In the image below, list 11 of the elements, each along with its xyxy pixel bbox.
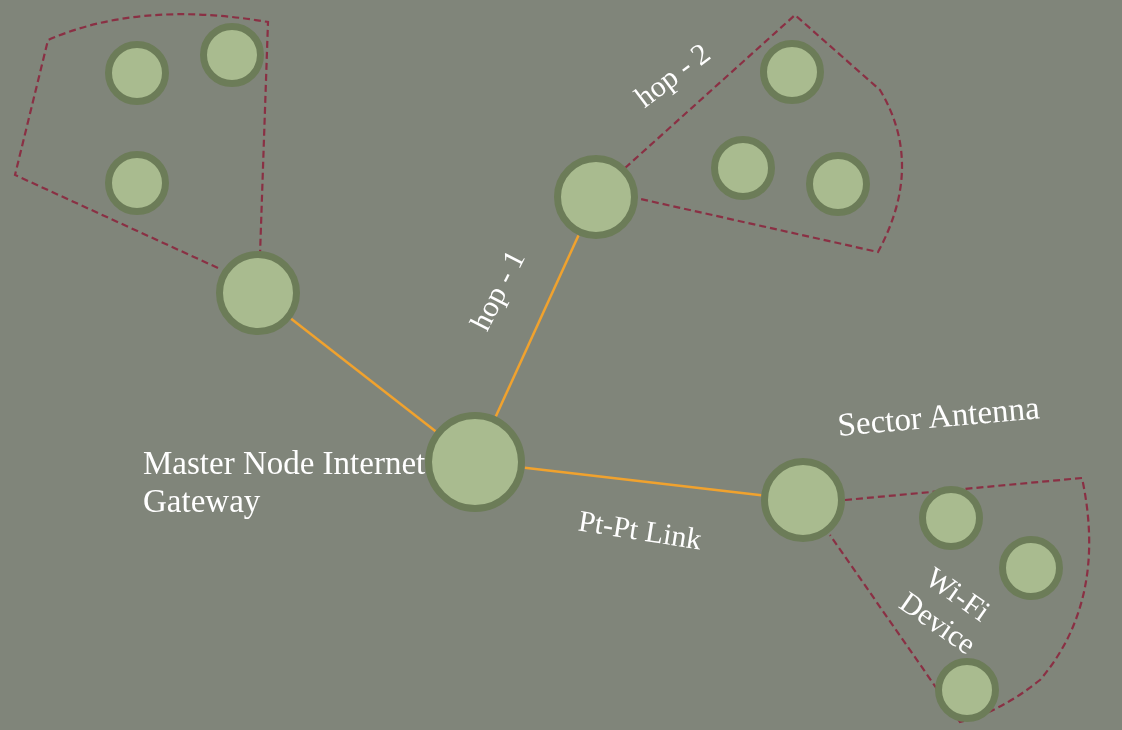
link-line	[290, 317, 437, 433]
node-caption: Master Node Internet Gateway	[143, 445, 427, 521]
node-caption: Sector Antenna	[836, 389, 1042, 445]
network-node-circle	[919, 486, 983, 550]
network-node-circle	[760, 40, 824, 104]
edge-label: Pt-Pt Link	[576, 503, 705, 557]
text-label: hop - 2	[627, 35, 717, 115]
network-node-circle	[200, 23, 264, 87]
edge-label: hop - 1	[462, 244, 532, 336]
link-line	[524, 466, 762, 497]
link-line	[494, 234, 580, 418]
